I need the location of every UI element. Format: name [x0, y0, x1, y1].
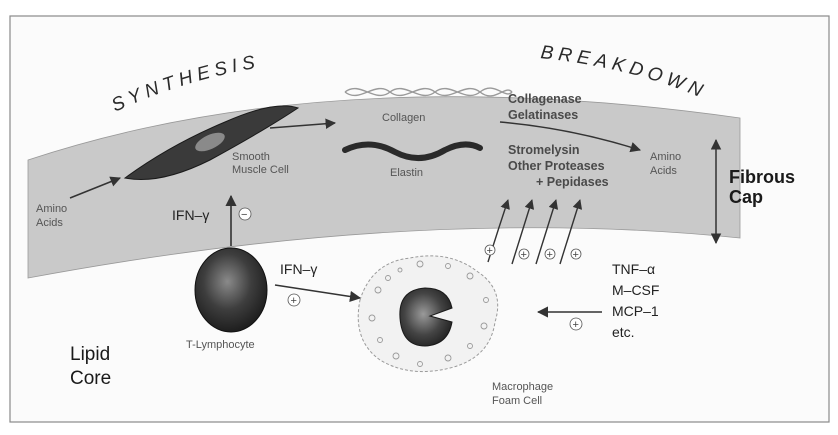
svg-text:+: +: [573, 249, 579, 261]
svg-text:+: +: [487, 245, 493, 257]
activate-sign-cytokine: +: [573, 319, 579, 331]
macrophage-foam-cell-icon: [358, 256, 497, 372]
svg-text:+: +: [547, 249, 553, 261]
activate-sign-tcell: +: [291, 295, 297, 307]
elastin-label: Elastin: [390, 167, 423, 179]
t-lymphocyte-icon: [195, 248, 267, 332]
inhibit-sign: −: [241, 209, 247, 221]
collagen-label: Collagen: [382, 112, 425, 124]
ifn-gamma-right-label: IFN–γ: [280, 261, 317, 277]
t-lymphocyte-label: T-Lymphocyte: [186, 339, 255, 351]
svg-text:+: +: [521, 249, 527, 261]
ifn-gamma-up-label: IFN–γ: [172, 207, 209, 223]
